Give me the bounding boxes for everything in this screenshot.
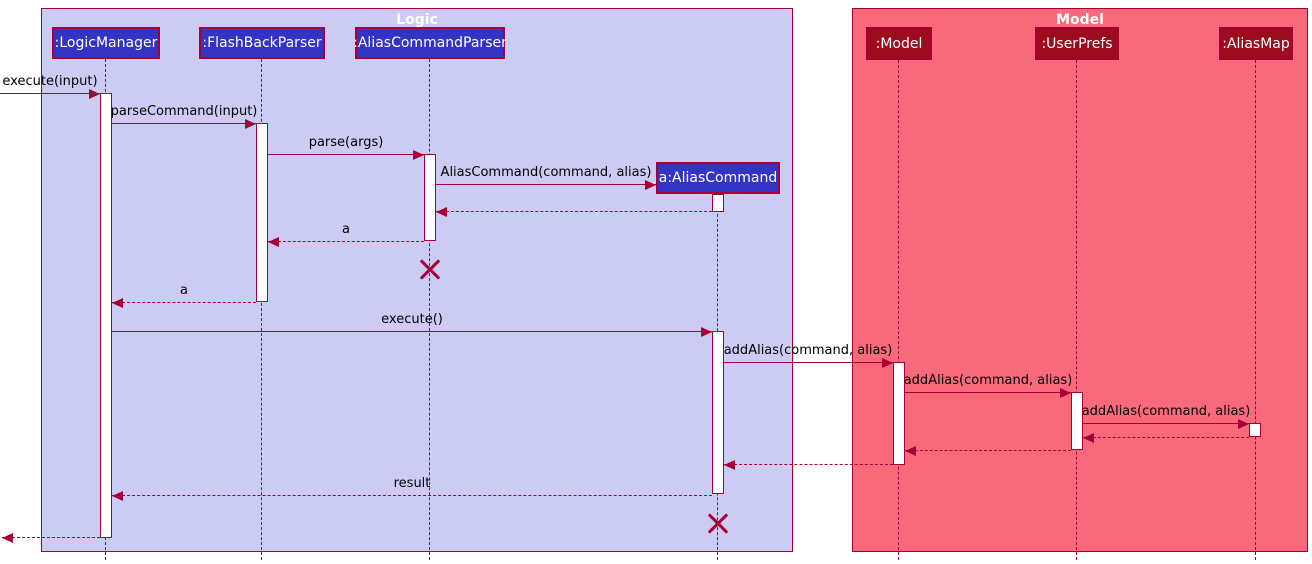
- message-line-parse-args: [268, 154, 424, 155]
- activation-flashback-parser: [256, 123, 268, 302]
- message-label-parse-args: parse(args): [308, 135, 384, 150]
- message-line-return-result: [112, 495, 712, 496]
- message-line-return-new-instance: [436, 211, 712, 212]
- participant-flashback-parser: :FlashBackParser: [199, 27, 325, 59]
- arrowhead-return-a-to-logic-manager: [112, 298, 123, 308]
- message-label-execute-input: execute(input): [2, 74, 98, 89]
- lifeline-user-prefs: [1076, 60, 1077, 560]
- frame-logic: [41, 8, 793, 552]
- frame-model: [852, 8, 1308, 552]
- message-label-create-alias-command: AliasCommand(command, alias): [440, 165, 652, 180]
- message-label-return-result: result: [393, 476, 431, 491]
- arrowhead-create-alias-command: [645, 180, 656, 190]
- message-label-return-a-to-logic-manager: a: [180, 283, 188, 298]
- participant-logic-manager: :LogicManager: [52, 27, 160, 59]
- frame-title-logic: Logic: [396, 12, 438, 28]
- arrowhead-return-from-alias-map: [1083, 433, 1094, 443]
- message-line-return-from-user-prefs: [905, 450, 1071, 451]
- lifeline-flashback-parser: [261, 59, 262, 560]
- message-label-execute: execute(): [381, 312, 443, 327]
- activation-alias-command-execute: [712, 331, 724, 494]
- participant-alias-command: a:AliasCommand: [656, 162, 780, 194]
- message-label-add-alias-user-prefs: addAlias(command, alias): [903, 373, 1073, 388]
- message-line-return-to-caller: [2, 537, 100, 538]
- frame-title-model: Model: [1056, 12, 1104, 28]
- arrowhead-return-a-to-flashback-parser: [268, 237, 279, 247]
- arrowhead-return-to-caller: [2, 533, 13, 543]
- message-label-return-a-to-flashback-parser: a: [342, 222, 350, 237]
- activation-user-prefs: [1071, 392, 1083, 450]
- message-line-execute-input: [0, 93, 100, 94]
- destroy-x-alias-command: [706, 512, 730, 536]
- activation-alias-map: [1249, 423, 1261, 437]
- arrowhead-add-alias-model: [882, 358, 893, 368]
- message-label-add-alias-model: addAlias(command, alias): [723, 343, 893, 358]
- participant-model: :Model: [866, 27, 932, 60]
- arrowhead-add-alias-alias-map: [1238, 419, 1249, 429]
- message-line-add-alias-model: [724, 362, 893, 363]
- message-label-parse-command: parseCommand(input): [110, 104, 258, 119]
- activation-logic-manager: [100, 93, 112, 538]
- activation-alias-command-parser: [424, 154, 436, 241]
- message-line-return-from-alias-map: [1083, 437, 1249, 438]
- arrowhead-return-from-user-prefs: [905, 446, 916, 456]
- message-line-add-alias-user-prefs: [905, 392, 1071, 393]
- arrowhead-parse-command: [245, 119, 256, 129]
- participant-alias-map: :AliasMap: [1219, 27, 1293, 60]
- lifeline-alias-map: [1255, 60, 1256, 560]
- arrowhead-return-result: [112, 491, 123, 501]
- arrowhead-execute-input: [89, 89, 100, 99]
- message-line-create-alias-command: [436, 184, 656, 185]
- message-line-add-alias-alias-map: [1083, 423, 1249, 424]
- message-line-execute: [112, 331, 712, 332]
- arrowhead-execute: [701, 327, 712, 337]
- arrowhead-add-alias-user-prefs: [1060, 388, 1071, 398]
- message-line-return-from-model: [724, 464, 893, 465]
- arrowhead-return-new-instance: [436, 207, 447, 217]
- activation-alias-command-create: [712, 194, 724, 212]
- activation-model: [893, 362, 905, 465]
- participant-user-prefs: :UserPrefs: [1035, 27, 1119, 60]
- lifeline-alias-command-parser: [429, 59, 430, 560]
- arrowhead-return-from-model: [724, 460, 735, 470]
- message-line-return-a-to-flashback-parser: [268, 241, 424, 242]
- message-label-add-alias-alias-map: addAlias(command, alias): [1081, 404, 1251, 419]
- message-line-return-a-to-logic-manager: [112, 302, 256, 303]
- message-line-parse-command: [112, 123, 256, 124]
- participant-alias-command-parser: :AliasCommandParser: [353, 27, 507, 59]
- arrowhead-parse-args: [413, 150, 424, 160]
- lifeline-model: [898, 60, 899, 560]
- destroy-x-alias-command-parser: [418, 258, 442, 282]
